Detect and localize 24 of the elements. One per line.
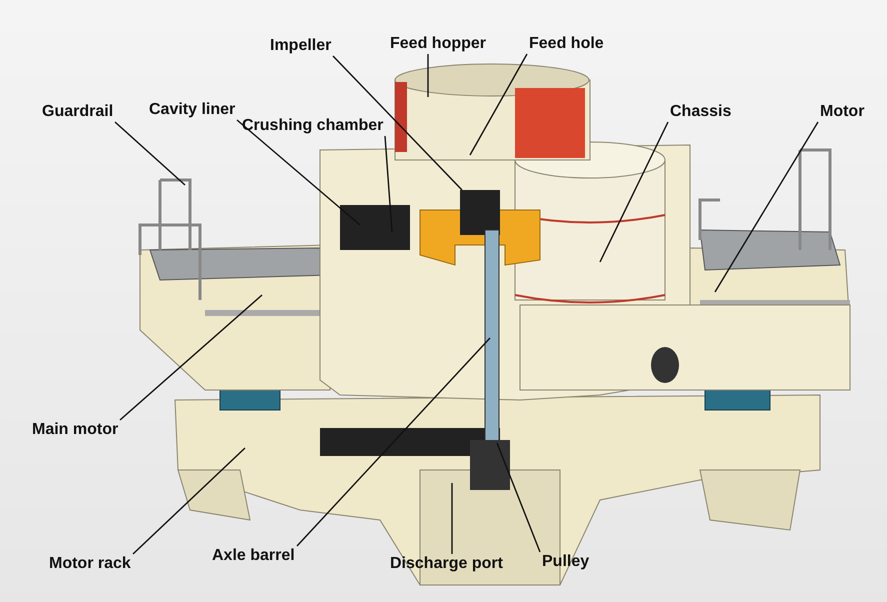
leader-line xyxy=(496,442,541,552)
part-label: Feed hopper xyxy=(390,35,486,52)
leader-line xyxy=(714,122,819,292)
part-label: Crushing chamber xyxy=(242,117,384,134)
leader-line xyxy=(599,122,669,262)
part-label: Impeller xyxy=(270,37,332,54)
leader-line xyxy=(451,483,453,554)
part-label: Chassis xyxy=(670,103,732,120)
part-label: Motor rack xyxy=(49,555,131,572)
part-label: Main motor xyxy=(32,421,118,438)
part-label: Guardrail xyxy=(42,103,114,120)
leader-line xyxy=(120,294,262,421)
part-label: Motor xyxy=(820,103,864,120)
part-label: Discharge port xyxy=(390,555,503,572)
leader-line xyxy=(236,119,360,226)
leader-line xyxy=(132,448,246,554)
part-label: Cavity liner xyxy=(149,101,236,118)
leader-line xyxy=(332,56,462,190)
leader-line xyxy=(114,121,186,186)
leader-line xyxy=(296,338,491,546)
leader-line xyxy=(384,136,393,232)
part-label: Pulley xyxy=(542,553,590,570)
part-label: Axle barrel xyxy=(212,547,295,564)
part-label: Feed hole xyxy=(529,35,604,52)
